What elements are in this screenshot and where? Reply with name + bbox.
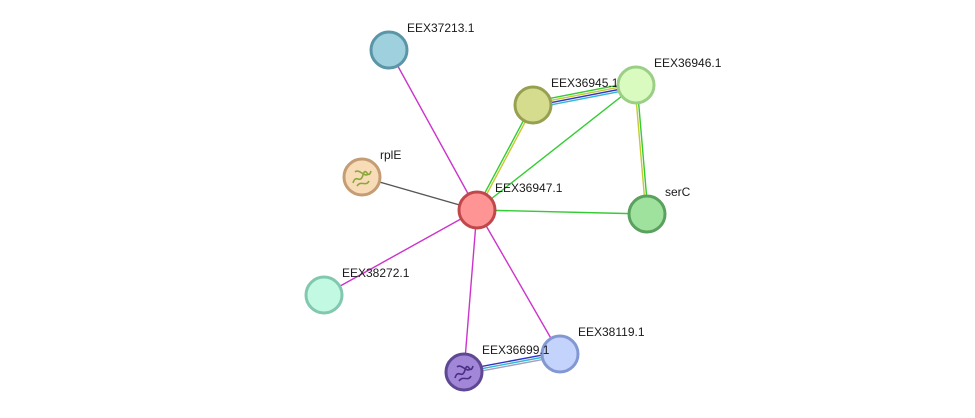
node-label: EEX38272.1 (342, 266, 410, 280)
node-label: serC (665, 185, 691, 199)
node-eex36945-1[interactable]: EEX36945.1 (513, 76, 619, 125)
edge-eex36947-1-serc[interactable] (476, 209, 648, 215)
node-circle[interactable] (369, 30, 409, 70)
node-label: EEX36699.1 (482, 343, 550, 357)
edge-eex36947-1-eex38119-1[interactable] (476, 209, 561, 355)
node-circle[interactable] (304, 275, 344, 315)
node-circle[interactable] (616, 65, 656, 105)
protein-structure-icon (352, 170, 372, 187)
node-label: rplE (380, 148, 401, 162)
node-label: EEX36946.1 (654, 56, 722, 70)
node-label: EEX37213.1 (407, 21, 475, 35)
edge-eex36947-1-eex36946-1[interactable] (476, 84, 637, 211)
node-rple[interactable]: rplE (342, 148, 401, 197)
edge-eex36946-1-serc-1[interactable] (634, 85, 647, 215)
edge-eex36947-1-eex36699-1[interactable] (463, 209, 478, 373)
edge-eex36947-1-eex36945-1-0[interactable] (475, 104, 533, 210)
node-circle[interactable] (540, 334, 580, 374)
node-serc[interactable]: serC (627, 185, 691, 234)
edge-eex36947-1-rple[interactable] (361, 176, 478, 211)
node-eex36699-1[interactable]: EEX36699.1 (444, 343, 550, 392)
node-label: EEX38119.1 (578, 325, 645, 339)
node-eex36947-1[interactable]: EEX36947.1 (457, 181, 563, 230)
node-label: EEX36947.1 (495, 181, 563, 195)
node-eex36946-1[interactable]: EEX36946.1 (616, 56, 722, 105)
protein-structure-icon (454, 365, 474, 382)
node-circle[interactable] (457, 190, 497, 230)
edge-eex36946-1-serc-0[interactable] (636, 84, 649, 214)
node-eex37213-1[interactable]: EEX37213.1 (369, 21, 475, 70)
node-circle[interactable] (627, 194, 667, 234)
edge-eex36947-1-eex36945-1-1[interactable] (477, 105, 535, 211)
node-circle[interactable] (513, 85, 553, 125)
edge-eex36947-1-eex38272-1[interactable] (323, 209, 478, 296)
edge-eex36947-1-eex37213-1[interactable] (388, 49, 478, 211)
node-label: EEX36945.1 (551, 76, 619, 90)
node-eex38272-1[interactable]: EEX38272.1 (304, 266, 410, 315)
node-eex38119-1[interactable]: EEX38119.1 (540, 325, 645, 374)
